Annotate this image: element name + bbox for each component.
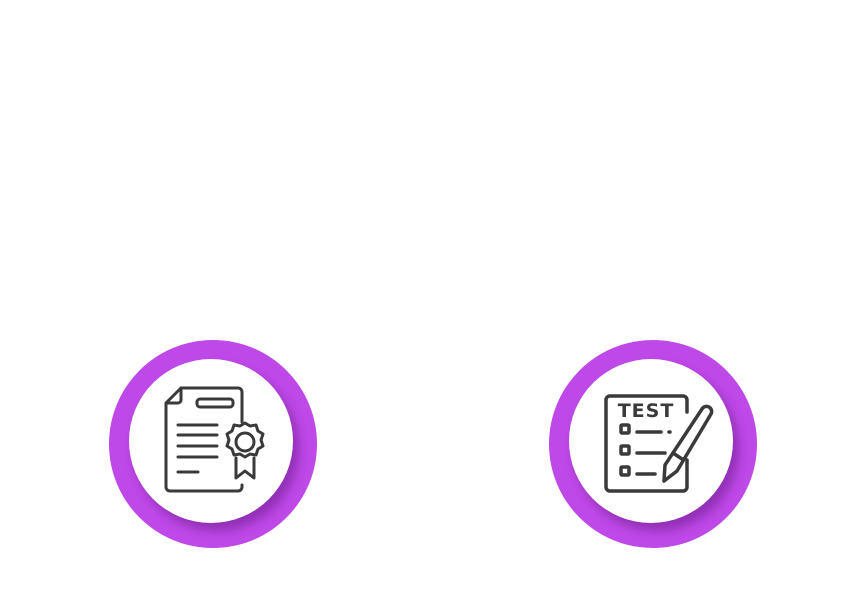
test-checklist-icon: TEST bbox=[604, 394, 714, 493]
test-label: TEST bbox=[618, 400, 675, 422]
certificate-icon bbox=[164, 386, 265, 493]
badge-inner-circle bbox=[129, 359, 293, 523]
certificate-badge bbox=[109, 340, 317, 548]
test-badge: TEST bbox=[549, 340, 757, 548]
badge-inner-circle bbox=[569, 359, 733, 523]
